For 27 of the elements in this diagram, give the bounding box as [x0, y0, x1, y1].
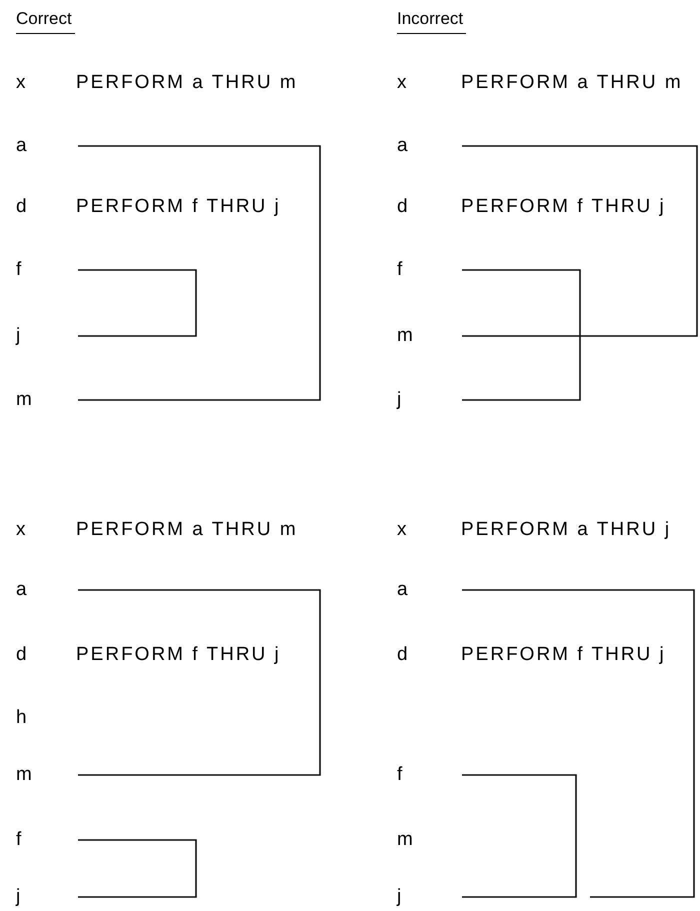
- paragraph-name: j: [397, 390, 402, 409]
- paragraph-name: m: [16, 765, 32, 784]
- paragraph-name: f: [397, 260, 402, 279]
- paragraph-name: x: [397, 520, 406, 539]
- paragraph-name: x: [16, 73, 26, 92]
- paragraph-name: a: [397, 136, 408, 155]
- paragraph-name: a: [16, 580, 27, 599]
- paragraph-name: x: [16, 520, 26, 539]
- paragraph-name: d: [16, 645, 27, 664]
- paragraph-name: h: [16, 708, 27, 727]
- paragraph-name: m: [16, 390, 32, 409]
- paragraph-name: f: [397, 765, 402, 784]
- paragraph-name: d: [397, 197, 408, 216]
- paragraph-name: a: [397, 580, 408, 599]
- column-heading: Incorrect: [397, 10, 466, 34]
- paragraph-name: m: [397, 830, 413, 849]
- paragraph-name: m: [397, 326, 413, 345]
- paragraph-name: j: [16, 326, 20, 345]
- column-heading: Correct: [16, 10, 75, 34]
- paragraph-name: d: [397, 645, 408, 664]
- paragraph-name: a: [16, 136, 27, 155]
- paragraph-name: f: [16, 260, 22, 279]
- paragraph-name: d: [16, 197, 27, 216]
- paragraph-name: j: [397, 887, 402, 906]
- paragraph-name: f: [16, 830, 22, 849]
- paragraph-name: j: [16, 887, 20, 906]
- paragraph-name: x: [397, 73, 406, 92]
